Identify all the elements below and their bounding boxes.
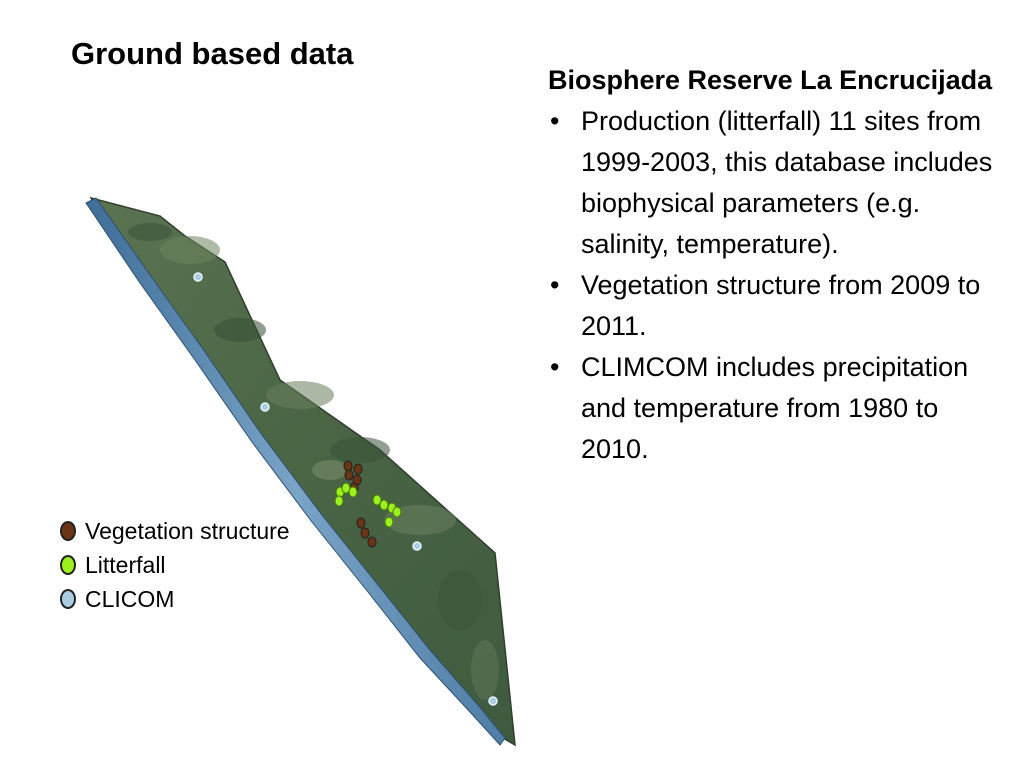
- description-panel: Biosphere Reserve La Encrucijada • Produ…: [548, 60, 998, 470]
- vegetation-point[interactable]: [360, 527, 370, 539]
- clicom-point[interactable]: [193, 272, 203, 282]
- vegetation-point[interactable]: [356, 517, 366, 529]
- clicom-points: [193, 272, 498, 706]
- legend-swatch-litterfall: [60, 555, 76, 575]
- legend-swatch-vegetation-structure: [60, 521, 76, 541]
- bullet-item: • Vegetation structure from 2009 to 2011…: [548, 265, 998, 347]
- bullet-glyph: •: [550, 106, 560, 136]
- bullet-text: Vegetation structure from 2009 to 2011.: [581, 270, 981, 341]
- panel-heading: Biosphere Reserve La Encrucijada: [548, 65, 993, 95]
- clicom-point[interactable]: [412, 541, 422, 551]
- litterfall-point[interactable]: [384, 516, 394, 528]
- bullet-list: • Production (litterfall) 11 sites from …: [548, 101, 998, 470]
- litterfall-point[interactable]: [372, 494, 382, 506]
- clicom-point[interactable]: [488, 696, 498, 706]
- legend-item-vegetation-structure: Vegetation structure: [60, 514, 340, 548]
- clicom-point[interactable]: [260, 402, 270, 412]
- vegetation-point[interactable]: [344, 469, 354, 481]
- vegetation-point[interactable]: [353, 463, 363, 475]
- bullet-text: CLIMCOM includes precipitation and tempe…: [581, 352, 969, 464]
- litterfall-point[interactable]: [348, 486, 358, 498]
- litterfall-point[interactable]: [392, 506, 402, 518]
- legend-label: CLICOM: [85, 586, 175, 612]
- reserve-land-area: [89, 196, 516, 747]
- bullet-glyph: •: [550, 270, 560, 300]
- legend-item-clicom: CLICOM: [60, 582, 340, 616]
- page-title: Ground based data: [71, 36, 354, 71]
- legend-item-litterfall: Litterfall: [60, 548, 340, 582]
- bullet-text: Production (litterfall) 11 sites from 19…: [581, 106, 993, 259]
- litterfall-points: [334, 482, 402, 528]
- map-legend: Vegetation structure Litterfall CLICOM: [60, 514, 340, 616]
- vegetation-point[interactable]: [367, 536, 377, 548]
- legend-label: Litterfall: [85, 552, 166, 578]
- litterfall-point[interactable]: [379, 499, 389, 511]
- bullet-glyph: •: [550, 352, 560, 382]
- bullet-item: • CLIMCOM includes precipitation and tem…: [548, 347, 998, 470]
- legend-label: Vegetation structure: [85, 518, 290, 544]
- vegetation-point[interactable]: [343, 460, 353, 472]
- land-texture: [128, 223, 499, 700]
- coastal-strip: [85, 197, 506, 746]
- bullet-item: • Production (litterfall) 11 sites from …: [548, 101, 998, 265]
- litterfall-point[interactable]: [334, 495, 344, 507]
- legend-swatch-clicom: [60, 589, 76, 609]
